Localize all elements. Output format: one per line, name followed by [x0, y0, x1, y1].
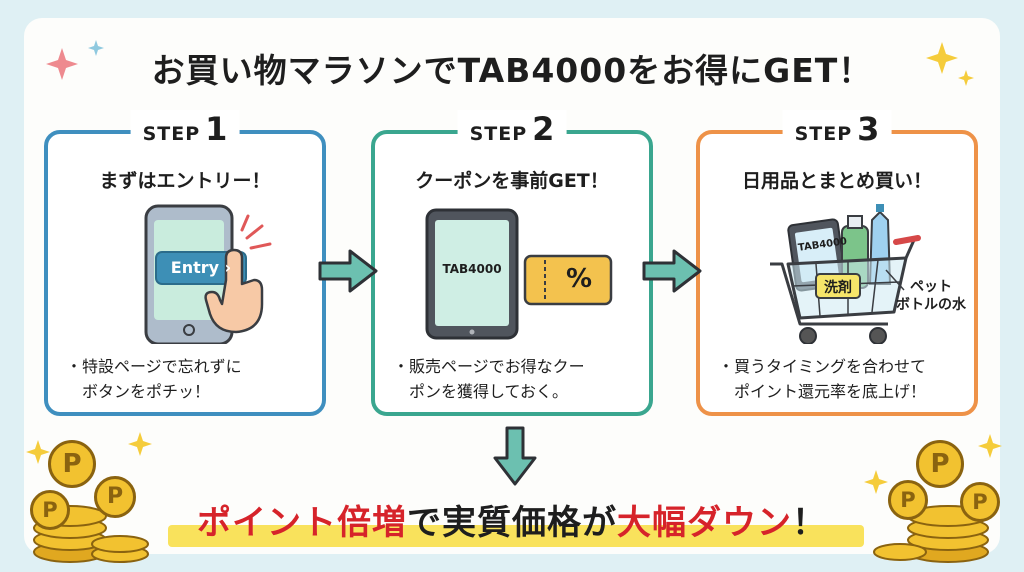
sparkle-icon	[128, 432, 152, 456]
coupon-percent: %	[565, 264, 593, 294]
sparkle-icon	[926, 42, 958, 74]
smartphone-illustration	[144, 204, 272, 344]
sparkle-icon	[26, 440, 50, 464]
coin-icon: P	[888, 480, 928, 520]
arrow-right-icon	[642, 249, 702, 293]
coin-icon: P	[94, 476, 136, 518]
sparkle-icon	[88, 40, 104, 56]
arrow-right-icon	[318, 249, 378, 293]
step-2-heading: クーポンを事前GET！	[415, 170, 609, 192]
detergent-label: 洗剤	[824, 280, 852, 296]
step-2-desc: ・販売ページでお得なクー ポンを獲得しておく。	[393, 357, 585, 401]
coin-icon: P	[30, 490, 70, 530]
coin-icon: P	[48, 440, 96, 488]
water-label: ペット ボトルの水	[896, 279, 966, 313]
step-3-desc: ・買うタイミングを合わせて ポイント還元率を底上げ！	[718, 357, 927, 401]
bottom-message: ポイント倍増で実質価格が大幅ダウン！	[150, 495, 874, 547]
sparkle-icon	[958, 70, 974, 86]
shopping-cart-illustration	[770, 204, 921, 344]
tablet-label: TAB4000	[442, 262, 502, 276]
bottom-text: ポイント倍増で実質価格が大幅ダウン！	[197, 503, 827, 543]
step-3-heading: 日用品とまとめ買い！	[741, 170, 932, 192]
arrow-down-icon	[493, 426, 537, 486]
sparkle-icon	[978, 434, 1002, 458]
sparkle-icon	[864, 470, 888, 494]
sparkle-icon	[46, 48, 78, 80]
coin-icon: P	[916, 440, 964, 488]
step-1-heading: まずはエントリー！	[99, 170, 271, 192]
coin-icon: P	[960, 482, 1000, 522]
step-1-desc: ・特設ページで忘れずに ボタンをポチッ！	[66, 357, 242, 401]
tablet-coupon-illustration	[425, 208, 613, 340]
entry-button: Entry ›	[170, 258, 232, 277]
highlight-bar	[168, 525, 864, 547]
page-title: お買い物マラソンでTAB4000をお得にGET！	[151, 51, 873, 90]
